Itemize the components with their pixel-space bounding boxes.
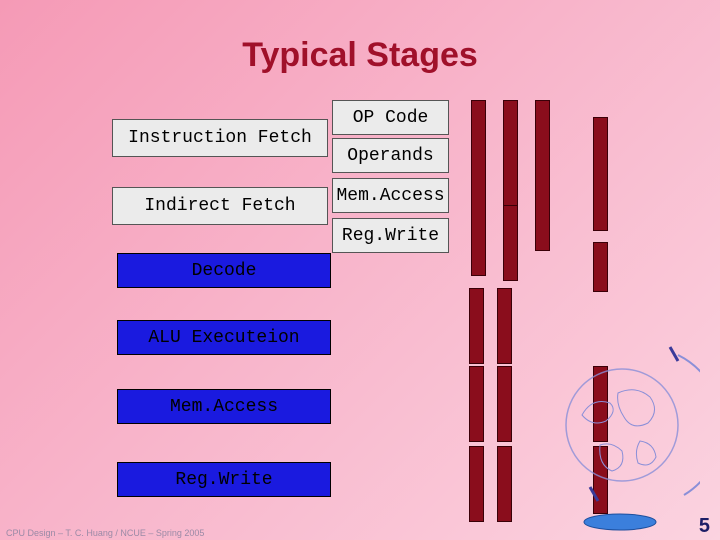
stage-instruction-fetch: Instruction Fetch <box>112 119 328 157</box>
stage-indirect-fetch: Indirect Fetch <box>112 187 328 225</box>
page-number: 5 <box>698 515 710 537</box>
pipeline-bar <box>535 100 550 251</box>
stage-decode: Decode <box>117 253 331 288</box>
pipeline-bar <box>471 100 486 276</box>
slide-title: Typical Stages <box>242 36 478 74</box>
pipeline-bar <box>593 117 608 231</box>
globe-icon <box>565 346 700 531</box>
pipeline-bar <box>497 288 512 364</box>
pipeline-bar <box>593 242 608 292</box>
pipeline-bar <box>469 446 484 522</box>
stage-operands: Operands <box>332 138 449 173</box>
stage-reg-write-sub: Reg.Write <box>332 218 449 253</box>
pipeline-bar <box>497 446 512 522</box>
pipeline-bar <box>469 366 484 442</box>
stage-alu-execution: ALU Executeion <box>117 320 331 355</box>
stage-op-code: OP Code <box>332 100 449 135</box>
pipeline-bar <box>497 366 512 442</box>
stage-mem-access-sub: Mem.Access <box>332 178 449 213</box>
pipeline-bar <box>503 205 518 281</box>
pipeline-bar <box>469 288 484 364</box>
slide-footer: CPU Design – T. C. Huang / NCUE – Spring… <box>6 528 205 538</box>
stage-mem-access: Mem.Access <box>117 389 331 424</box>
stage-reg-write: Reg.Write <box>117 462 331 497</box>
